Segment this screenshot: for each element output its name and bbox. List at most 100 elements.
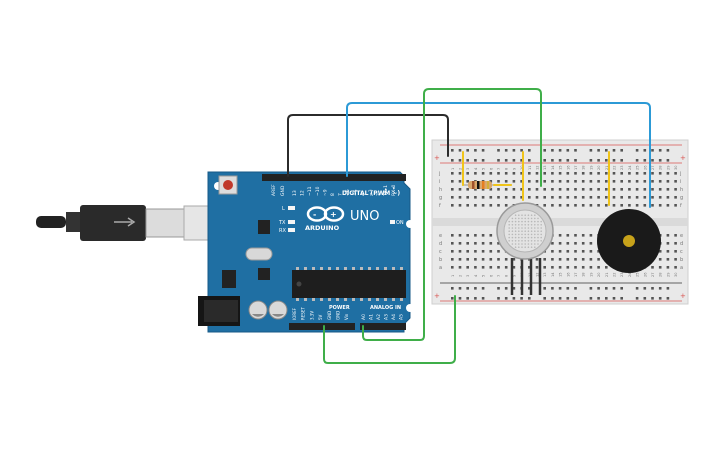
breadboard-hole[interactable] xyxy=(504,258,508,261)
rail-hole[interactable] xyxy=(566,159,570,162)
breadboard-hole[interactable] xyxy=(458,266,462,269)
breadboard-hole[interactable] xyxy=(504,204,508,207)
rail-hole[interactable] xyxy=(605,149,608,152)
rail-hole[interactable] xyxy=(497,287,500,290)
rail-hole[interactable] xyxy=(512,297,516,300)
breadboard-hole[interactable] xyxy=(466,250,469,253)
breadboard-hole[interactable] xyxy=(543,266,546,269)
rail-hole[interactable] xyxy=(635,297,639,300)
rail-hole[interactable] xyxy=(497,159,500,162)
breadboard-hole[interactable] xyxy=(574,242,577,245)
breadboard-hole[interactable] xyxy=(651,172,654,175)
breadboard-hole[interactable] xyxy=(481,172,485,175)
breadboard-hole[interactable] xyxy=(551,258,554,261)
breadboard-hole[interactable] xyxy=(658,266,662,269)
rail-hole[interactable] xyxy=(451,297,454,300)
breadboard-hole[interactable] xyxy=(674,172,677,175)
rail-hole[interactable] xyxy=(635,149,639,152)
rail-hole[interactable] xyxy=(504,149,508,152)
breadboard-hole[interactable] xyxy=(497,204,500,207)
breadboard-hole[interactable] xyxy=(504,266,508,269)
breadboard-hole[interactable] xyxy=(597,266,600,269)
rail-hole[interactable] xyxy=(543,159,546,162)
rail-hole[interactable] xyxy=(612,297,616,300)
breadboard-hole[interactable] xyxy=(466,242,469,245)
breadboard-hole[interactable] xyxy=(589,250,593,253)
breadboard-hole[interactable] xyxy=(481,234,485,237)
breadboard-hole[interactable] xyxy=(489,250,493,253)
breadboard-hole[interactable] xyxy=(566,266,570,269)
breadboard-hole[interactable] xyxy=(666,188,670,191)
rail-hole[interactable] xyxy=(597,159,600,162)
breadboard-hole[interactable] xyxy=(558,196,562,199)
breadboard-hole[interactable] xyxy=(589,188,593,191)
rail-hole[interactable] xyxy=(605,287,608,290)
rail-hole[interactable] xyxy=(666,287,670,290)
rail-hole[interactable] xyxy=(589,159,593,162)
breadboard-hole[interactable] xyxy=(458,204,462,207)
rail-hole[interactable] xyxy=(612,159,616,162)
breadboard-hole[interactable] xyxy=(666,172,670,175)
breadboard-hole[interactable] xyxy=(574,250,577,253)
breadboard-hole[interactable] xyxy=(651,266,654,269)
breadboard-hole[interactable] xyxy=(605,188,608,191)
breadboard-hole[interactable] xyxy=(566,196,570,199)
breadboard-hole[interactable] xyxy=(481,250,485,253)
breadboard-hole[interactable] xyxy=(658,172,662,175)
breadboard-hole[interactable] xyxy=(635,204,639,207)
rail-hole[interactable] xyxy=(474,297,477,300)
breadboard-hole[interactable] xyxy=(589,180,593,183)
breadboard-hole[interactable] xyxy=(474,258,477,261)
breadboard-hole[interactable] xyxy=(497,250,500,253)
breadboard-hole[interactable] xyxy=(574,188,577,191)
breadboard-hole[interactable] xyxy=(528,172,531,175)
breadboard-hole[interactable] xyxy=(597,172,600,175)
rail-hole[interactable] xyxy=(558,287,562,290)
breadboard-hole[interactable] xyxy=(497,242,500,245)
breadboard-hole[interactable] xyxy=(666,250,670,253)
rail-hole[interactable] xyxy=(643,149,647,152)
breadboard-hole[interactable] xyxy=(566,258,570,261)
breadboard-hole[interactable] xyxy=(628,196,631,199)
breadboard-hole[interactable] xyxy=(558,204,562,207)
rail-hole[interactable] xyxy=(597,297,600,300)
breadboard-hole[interactable] xyxy=(466,172,469,175)
breadboard-hole[interactable] xyxy=(481,242,485,245)
breadboard-hole[interactable] xyxy=(451,196,454,199)
breadboard-hole[interactable] xyxy=(458,180,462,183)
breadboard-hole[interactable] xyxy=(558,250,562,253)
rail-hole[interactable] xyxy=(481,297,485,300)
breadboard-hole[interactable] xyxy=(674,250,677,253)
breadboard-hole[interactable] xyxy=(481,266,485,269)
rail-hole[interactable] xyxy=(658,297,662,300)
breadboard-hole[interactable] xyxy=(520,196,523,199)
breadboard-hole[interactable] xyxy=(551,172,554,175)
breadboard-hole[interactable] xyxy=(658,180,662,183)
rail-hole[interactable] xyxy=(543,297,546,300)
breadboard-hole[interactable] xyxy=(589,242,593,245)
breadboard-hole[interactable] xyxy=(581,204,585,207)
breadboard-hole[interactable] xyxy=(458,242,462,245)
breadboard-hole[interactable] xyxy=(489,266,493,269)
rail-hole[interactable] xyxy=(666,159,670,162)
breadboard-hole[interactable] xyxy=(574,266,577,269)
breadboard-hole[interactable] xyxy=(543,258,546,261)
breadboard-hole[interactable] xyxy=(581,250,585,253)
breadboard-hole[interactable] xyxy=(566,204,570,207)
breadboard-hole[interactable] xyxy=(666,258,670,261)
rail-hole[interactable] xyxy=(528,159,531,162)
rail-hole[interactable] xyxy=(512,159,516,162)
breadboard-hole[interactable] xyxy=(489,188,493,191)
breadboard-hole[interactable] xyxy=(597,258,600,261)
breadboard-hole[interactable] xyxy=(535,196,539,199)
breadboard-hole[interactable] xyxy=(512,188,516,191)
breadboard-hole[interactable] xyxy=(451,266,454,269)
breadboard-hole[interactable] xyxy=(620,172,623,175)
breadboard-hole[interactable] xyxy=(605,204,608,207)
breadboard-hole[interactable] xyxy=(566,234,570,237)
breadboard-hole[interactable] xyxy=(504,188,508,191)
breadboard-hole[interactable] xyxy=(589,196,593,199)
breadboard-hole[interactable] xyxy=(466,188,469,191)
rail-hole[interactable] xyxy=(458,159,462,162)
rail-hole[interactable] xyxy=(589,287,593,290)
